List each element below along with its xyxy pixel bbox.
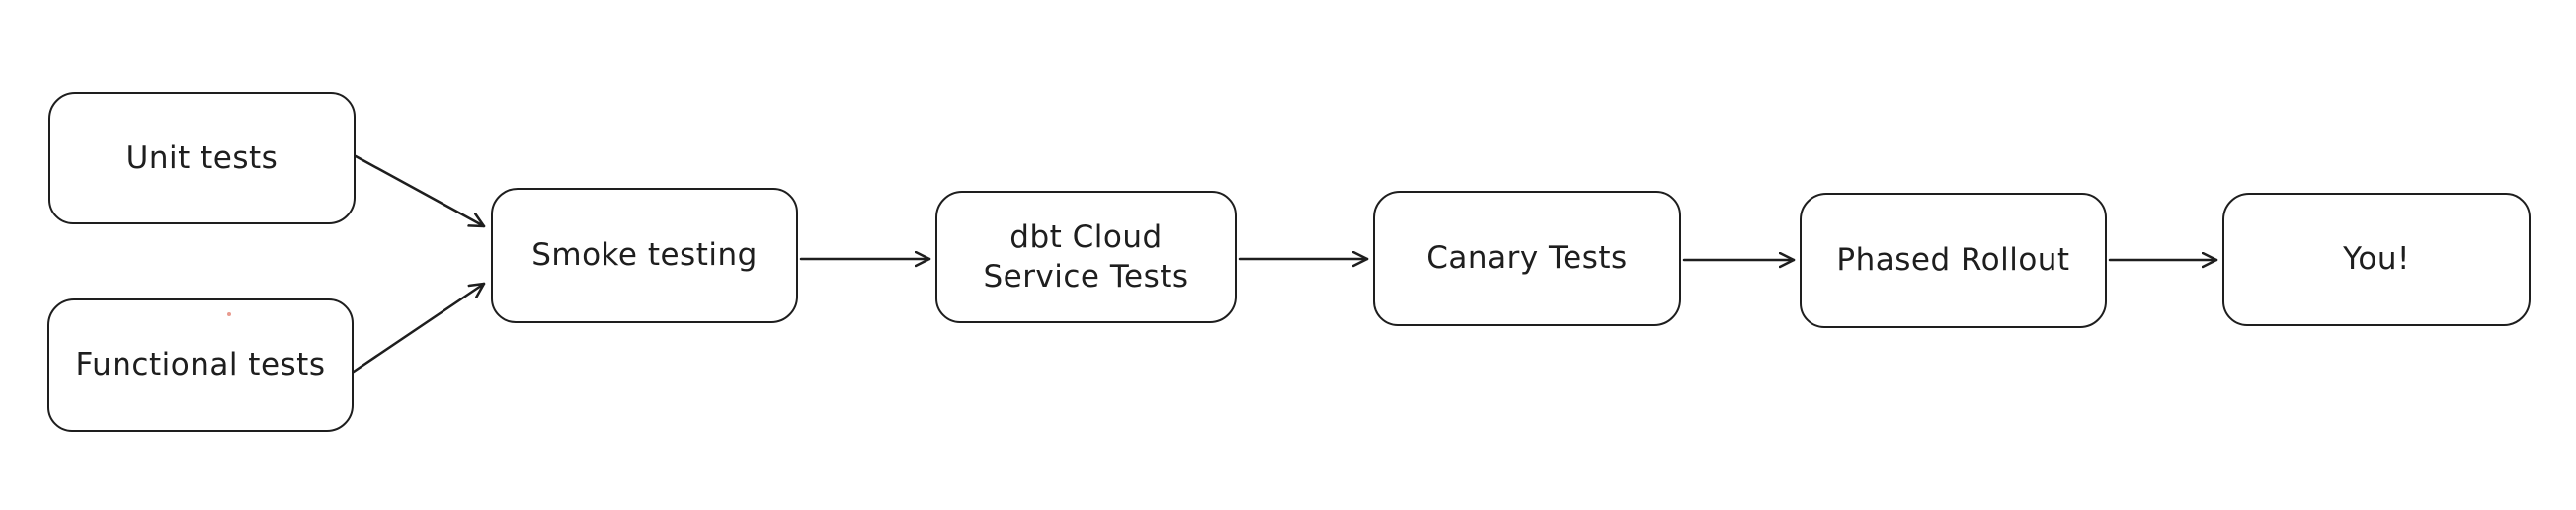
node-label-functional-tests: Functional tests	[75, 347, 326, 383]
node-you: You!	[2222, 193, 2531, 326]
node-label-you: You!	[2343, 241, 2410, 278]
stray-red-dot	[227, 312, 231, 316]
node-label-unit-tests: Unit tests	[125, 139, 279, 176]
node-dbt-cloud-service-tests: dbt Cloud Service Tests	[935, 191, 1237, 323]
node-phased-rollout: Phased Rollout	[1800, 193, 2107, 328]
node-functional-tests: Functional tests	[47, 298, 354, 432]
node-canary-tests: Canary Tests	[1373, 191, 1681, 326]
node-unit-tests: Unit tests	[48, 92, 356, 224]
node-smoke-testing: Smoke testing	[491, 188, 798, 323]
flow-arrow-unit-tests-to-smoke-testing	[354, 154, 486, 228]
node-label-canary-tests: Canary Tests	[1426, 240, 1628, 277]
flow-arrow-functional-tests-to-smoke-testing	[352, 282, 486, 374]
node-label-dbt-cloud-service-tests: dbt Cloud Service Tests	[983, 218, 1189, 295]
node-label-smoke-testing: Smoke testing	[531, 237, 758, 274]
node-label-phased-rollout: Phased Rollout	[1836, 242, 2070, 279]
